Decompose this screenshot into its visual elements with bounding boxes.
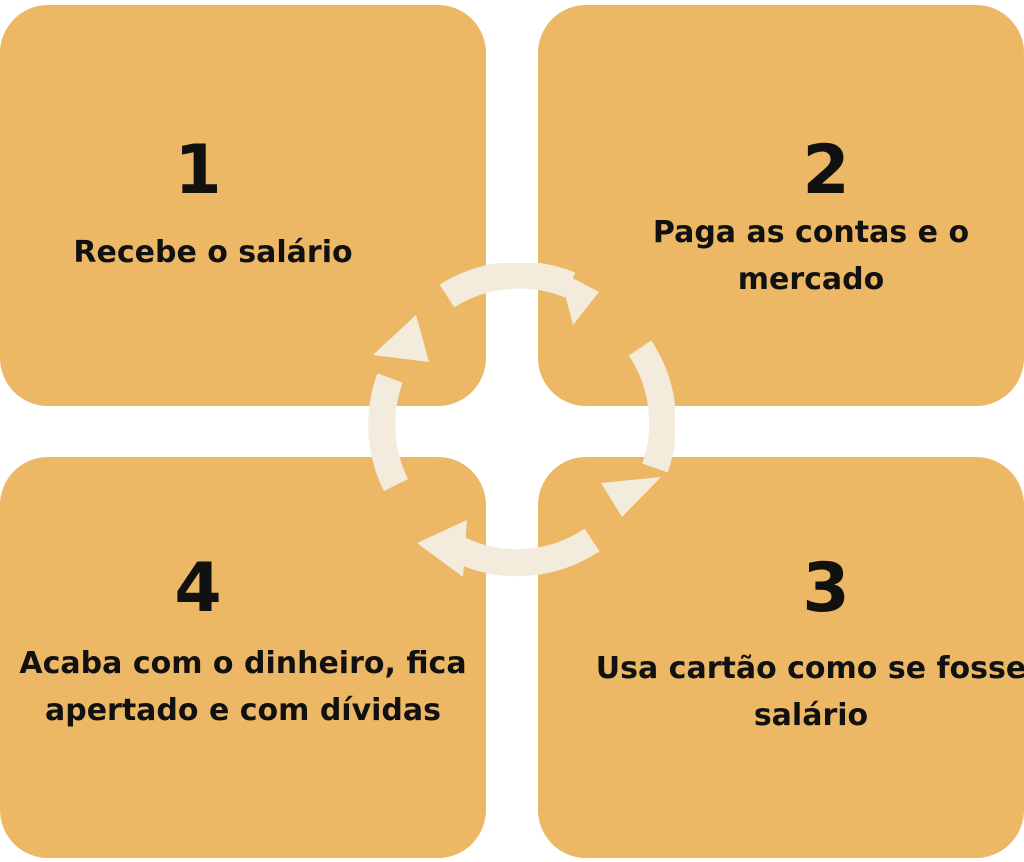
cycle-arrows xyxy=(368,263,675,577)
cycle-arrow-left-icon xyxy=(368,315,429,492)
step-card-1: 1 Recebe o salário xyxy=(0,5,486,406)
step-label-3: Usa cartão como se fosse salário xyxy=(595,651,1024,733)
step-card-2: 2 Paga as contas e o mercado xyxy=(538,5,1024,406)
step-card-4: 4 Acaba com o dinheiro, fica apertado e … xyxy=(0,457,486,858)
step-label-1: Recebe o salário xyxy=(73,235,353,270)
cycle-arrow-top-icon xyxy=(439,263,599,325)
step-label-2: Paga as contas e o mercado xyxy=(652,215,970,297)
step-card-3: 3 Usa cartão como se fosse salário xyxy=(538,457,1024,858)
step-number-4: 4 xyxy=(174,549,222,628)
cycle-arrow-right-icon xyxy=(601,340,675,517)
step-label-4: Acaba com o dinheiro, fica apertado e co… xyxy=(19,646,467,728)
step-number-3: 3 xyxy=(802,549,850,628)
step-number-2: 2 xyxy=(802,131,850,210)
cycle-arrow-bottom-icon xyxy=(417,520,600,577)
step-number-1: 1 xyxy=(174,131,222,210)
